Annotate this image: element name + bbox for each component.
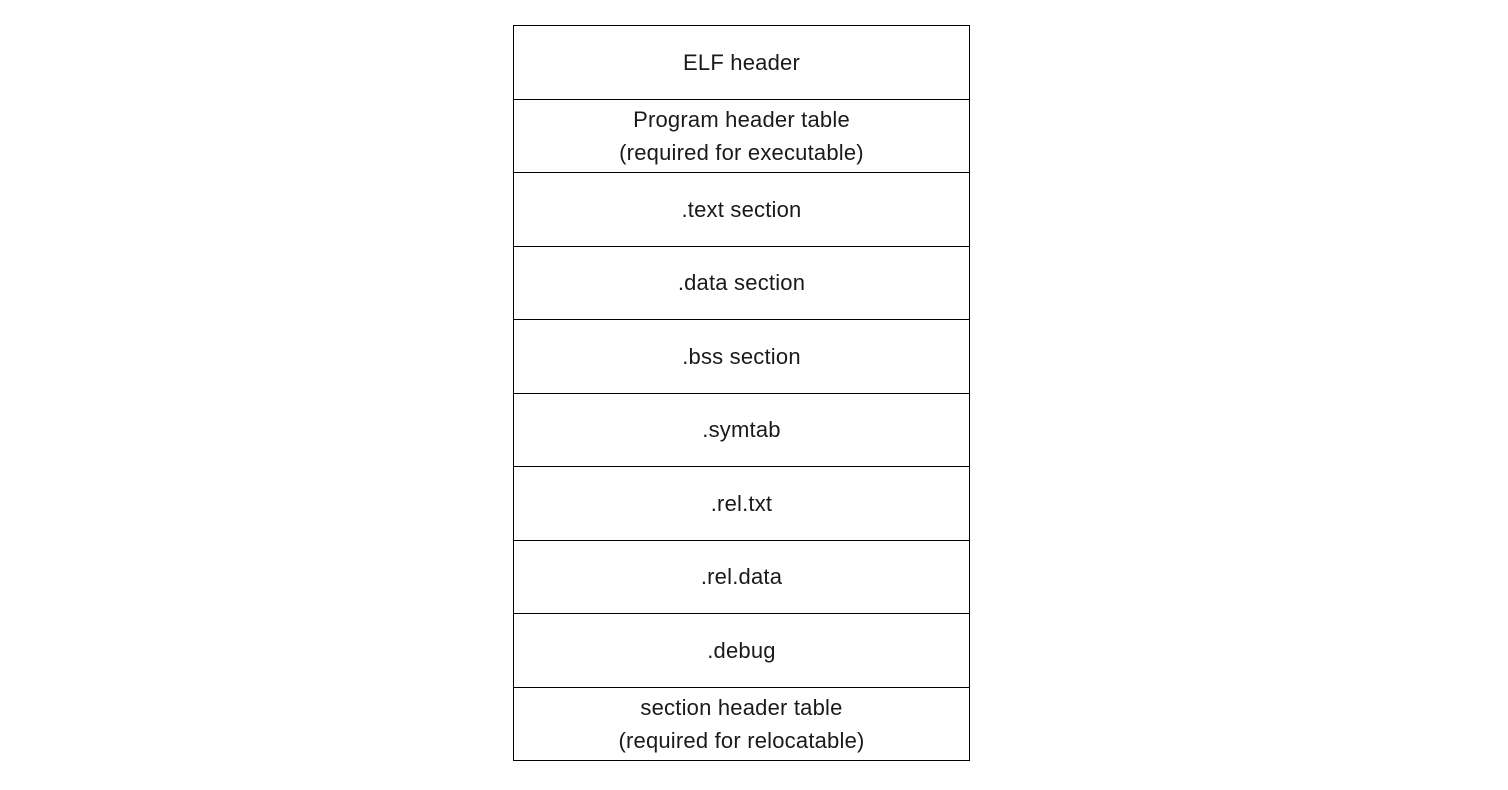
- row-section-header-table: section header table (required for reloc…: [514, 686, 969, 761]
- row-label: .rel.txt: [710, 490, 773, 516]
- row-data-section: .data section: [514, 245, 969, 320]
- row-label: .text section: [681, 196, 802, 222]
- row-label: .debug: [707, 637, 776, 663]
- row-bss-section: .bss section: [514, 319, 969, 393]
- elf-file-format-diagram: ELF header Program header table (require…: [513, 25, 970, 761]
- row-debug: .debug: [514, 613, 969, 687]
- row-sublabel: (required for executable): [619, 139, 864, 165]
- row-label: section header table: [640, 694, 843, 720]
- row-symtab: .symtab: [514, 392, 969, 467]
- row-text-section: .text section: [514, 172, 969, 246]
- row-label: Program header table: [633, 106, 850, 132]
- row-program-header-table: Program header table (required for execu…: [514, 98, 969, 173]
- row-rel-data: .rel.data: [514, 539, 969, 614]
- row-elf-header: ELF header: [514, 26, 969, 99]
- row-sublabel: (required for relocatable): [618, 727, 865, 753]
- row-label: .data section: [677, 270, 806, 296]
- row-label: .symtab: [702, 417, 781, 443]
- row-label: ELF header: [683, 49, 800, 75]
- row-label: .bss section: [682, 343, 801, 369]
- row-rel-txt: .rel.txt: [514, 466, 969, 540]
- row-label: .rel.data: [700, 564, 783, 590]
